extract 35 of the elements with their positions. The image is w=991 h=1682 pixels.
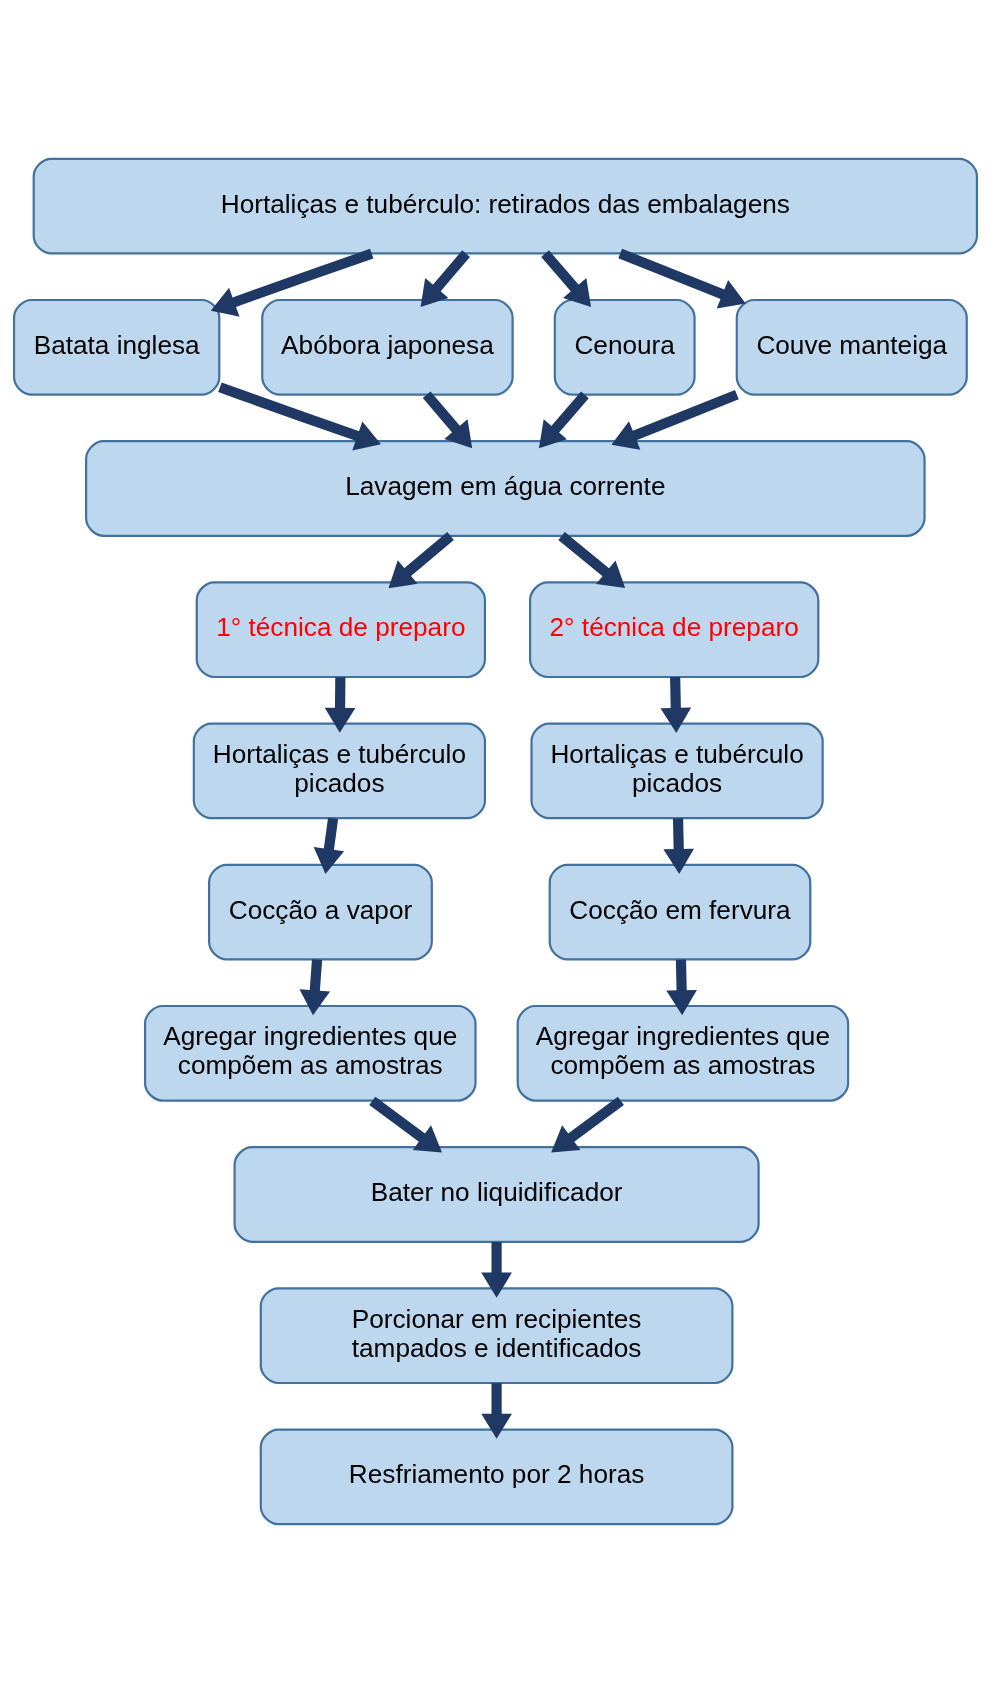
node-box: Porcionar em recipientes tampados e identificados — [259, 1286, 734, 1384]
node-box: Couve manteiga — [735, 298, 968, 396]
node-box: Bater no liquidificador — [233, 1145, 760, 1243]
arrow — [324, 676, 356, 733]
node-box: Hortaliças e tubérculo: retirados das embalagens — [32, 157, 979, 255]
node-box: Lavagem em água corrente — [85, 439, 926, 537]
node-box: Resfriamento por 2 horas — [259, 1427, 734, 1525]
node-box: Agregar ingredientes que compõem as amostras — [516, 1004, 850, 1102]
arrow — [660, 676, 692, 733]
arrow — [299, 958, 331, 1015]
node-box: Hortaliças e tubérculo picados — [192, 722, 487, 819]
node-box: Batata inglesa — [12, 298, 221, 396]
node-box: Hortaliças e tubérculo picados — [530, 722, 824, 819]
node-box: 2° técnica de preparo — [529, 580, 820, 678]
arrow — [388, 531, 454, 588]
node-box: Cocção em fervura — [548, 863, 812, 960]
arrow — [663, 817, 695, 874]
arrow — [558, 531, 626, 588]
node-box: Cenoura — [553, 298, 696, 396]
node-box: Abóbora japonesa — [261, 298, 514, 396]
arrow — [481, 1241, 512, 1298]
arrow — [313, 817, 345, 874]
arrow — [218, 381, 381, 450]
arrow — [369, 1096, 443, 1153]
node-box: 1° técnica de preparo — [195, 580, 487, 678]
arrow — [611, 389, 739, 450]
node-box: Cocção a vapor — [208, 863, 433, 960]
arrow — [666, 959, 697, 1015]
arrow — [551, 1096, 624, 1153]
arrow — [541, 249, 592, 307]
arrow — [422, 391, 473, 448]
node-box: Agregar ingredientes que compõem as amostras — [143, 1004, 477, 1102]
arrow — [420, 249, 470, 307]
arrow — [481, 1382, 512, 1439]
arrow — [538, 391, 589, 448]
